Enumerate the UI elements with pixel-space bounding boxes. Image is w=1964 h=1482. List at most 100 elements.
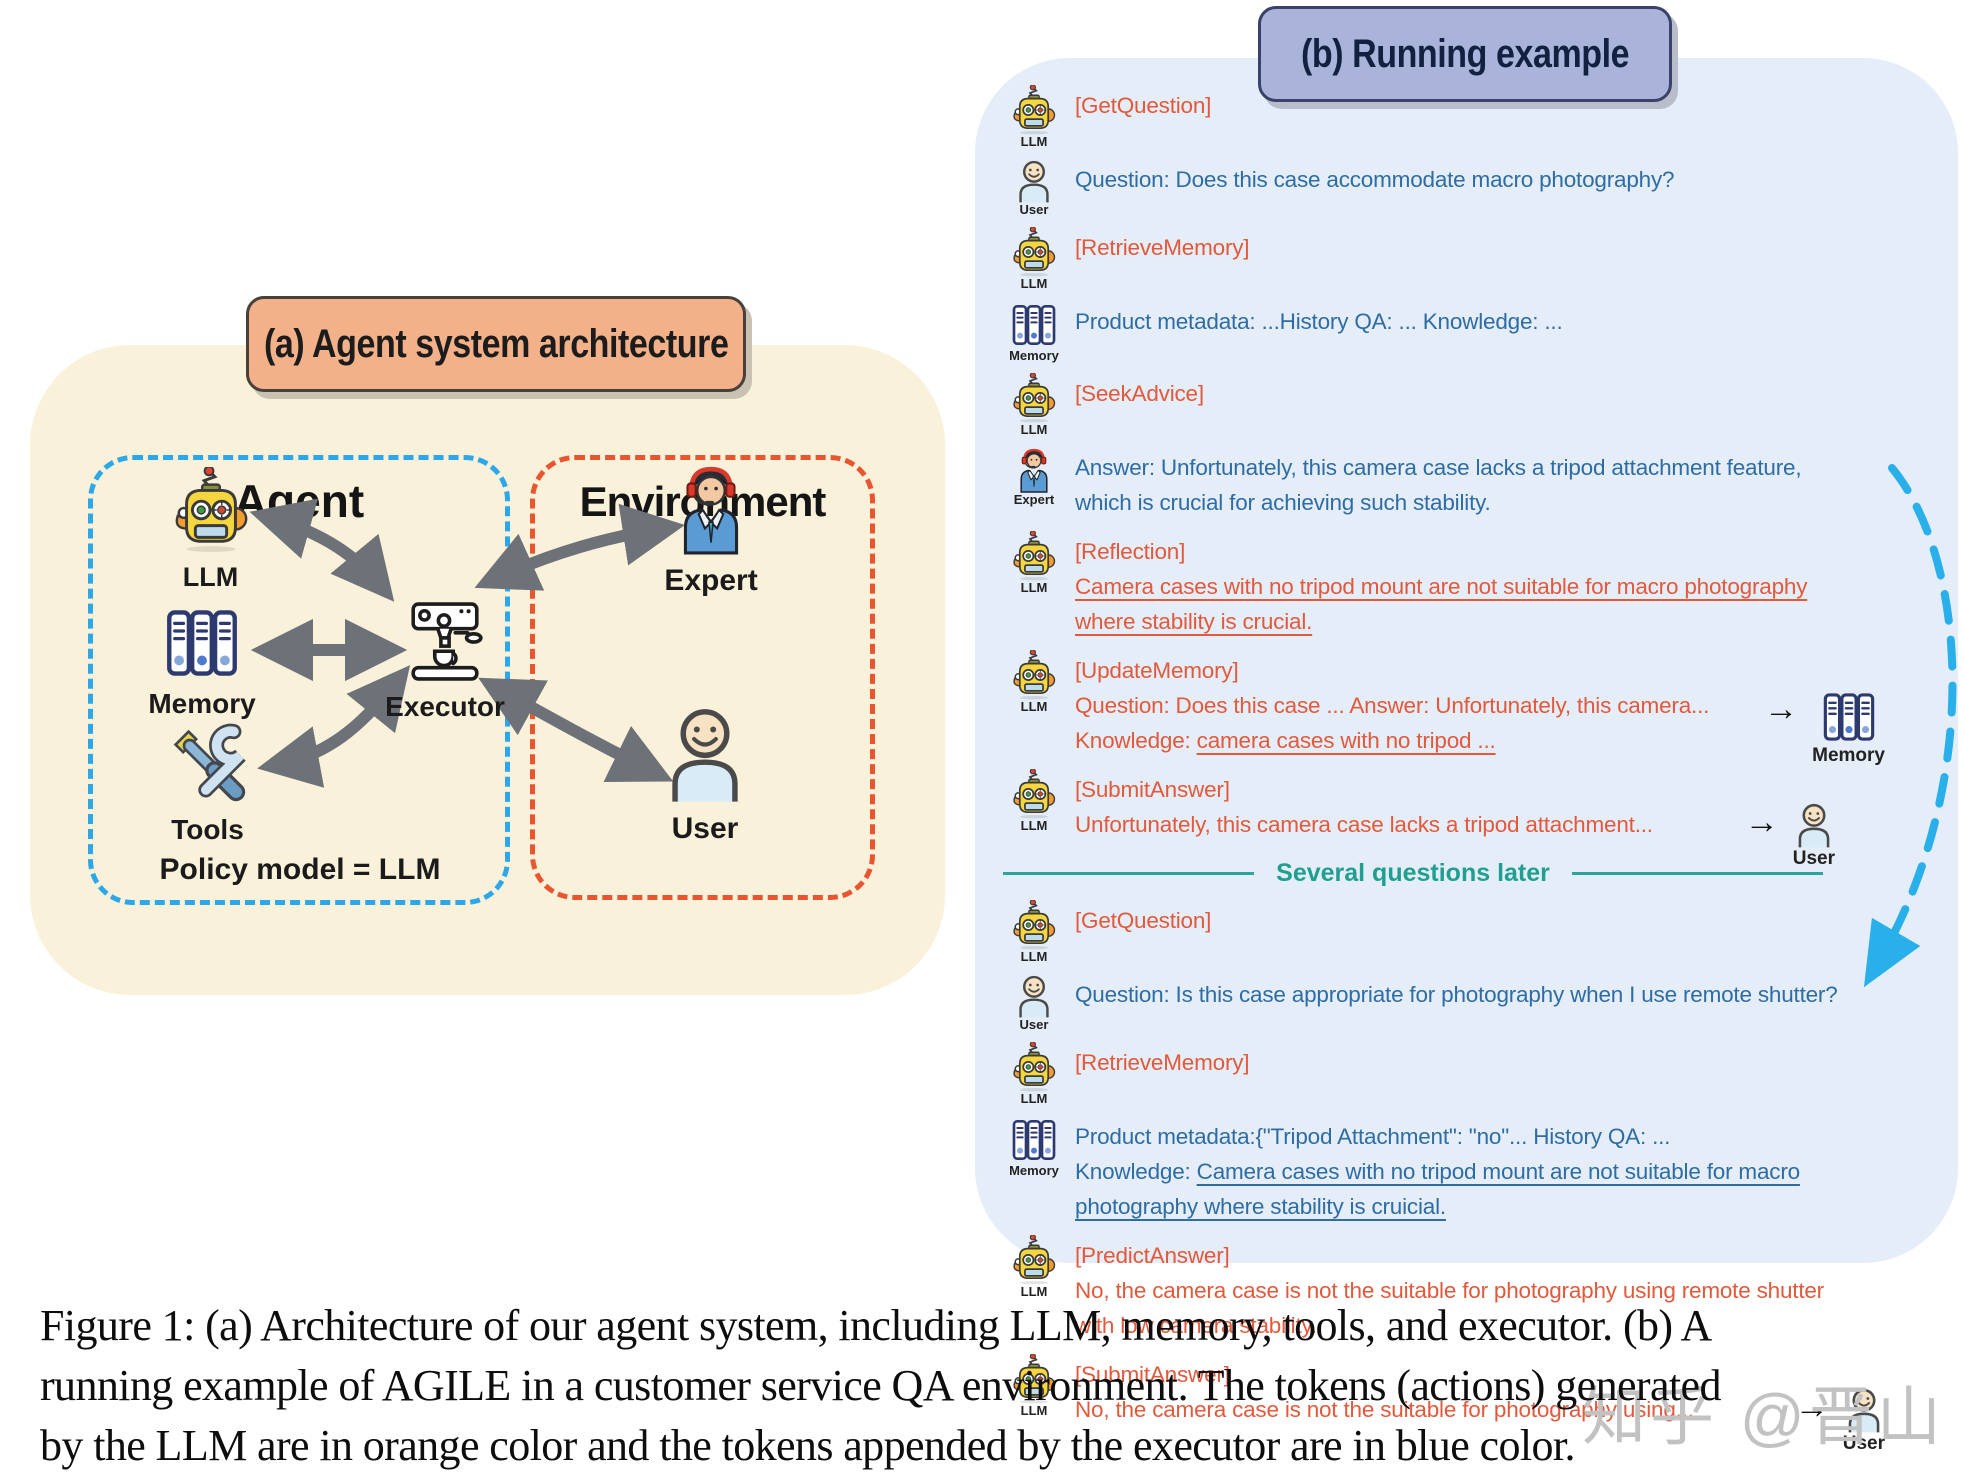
executor-machine-icon [404, 600, 486, 687]
message-line: Product metadata:{"Tripod Attachment": "… [1075, 1119, 1800, 1154]
memory-database-icon [166, 607, 238, 684]
caption-line-2: running example of AGILE in a customer s… [40, 1361, 1721, 1410]
message-text: [SubmitAnswer] No, the camera case is not… [1075, 1357, 1694, 1427]
policy-model-note: Policy model = LLM [159, 853, 441, 886]
caption-line-3: by the LLM are in orange color and the t… [40, 1421, 1576, 1470]
appended-to-user: → User [1745, 802, 1835, 870]
message-line: No, the camera case is not the suitable … [1075, 1392, 1694, 1427]
message-line: Unfortunately, this camera case lacks a … [1075, 807, 1653, 842]
memory-icon: Memory [1003, 1116, 1065, 1177]
message-text: Product metadata:{"Tripod Attachment": "… [1075, 1119, 1800, 1224]
message-text: [GetQuestion] [1075, 903, 1211, 938]
expert-person-icon [665, 463, 757, 560]
message-text-segment: Camera cases with no tripod mount are no… [1075, 574, 1808, 599]
memory-node-label: Memory [148, 688, 256, 719]
memory-node: Memory [148, 607, 256, 720]
icon-caption: LLM [1020, 1091, 1048, 1106]
expert-node: Expert [664, 463, 758, 598]
message-row: LLM [SeekAdvice] [1003, 373, 1943, 436]
message-text-segment: where stability is crucial. [1075, 609, 1313, 634]
action-token: [SubmitAnswer] [1075, 1362, 1230, 1387]
llm-icon: LLM [1003, 900, 1065, 963]
action-token: [GetQuestion] [1075, 908, 1212, 933]
message-text: Answer: Unfortunately, this camera case … [1075, 450, 1802, 520]
message-line: [SubmitAnswer] [1075, 1357, 1694, 1392]
llm-icon: LLM [1003, 1354, 1065, 1417]
right-arrow-icon: → [1794, 1388, 1829, 1426]
message-line: No, the camera case is not the suitable … [1075, 1273, 1824, 1308]
message-line: [Reflection] [1075, 534, 1807, 569]
message-text-segment: Unfortunately, this camera case lacks a … [1075, 812, 1653, 837]
tools-node-label: Tools [171, 814, 244, 845]
message-text: Product metadata: ...History QA: ... Kno… [1075, 304, 1563, 339]
memory-icon: Memory [1812, 689, 1885, 767]
appended-to-memory: → Memory [1764, 689, 1885, 767]
divider-label: Several questions later [1276, 859, 1550, 887]
message-text-segment: Knowledge: [1075, 1159, 1197, 1184]
arrow-llm-executor [249, 498, 395, 602]
icon-caption: Memory [1009, 348, 1059, 363]
message-text-segment: camera cases with no tripod ... [1196, 728, 1496, 753]
message-line: Question: Does this case accommodate mac… [1075, 162, 1675, 197]
action-token: [RetrieveMemory] [1075, 1050, 1250, 1075]
llm-icon: LLM [1003, 373, 1065, 436]
message-line: [PredictAnswer] [1075, 1238, 1824, 1273]
message-row: LLM[UpdateMemory]Question: Does this cas… [1003, 650, 1943, 766]
message-text: [RetrieveMemory] [1075, 230, 1250, 265]
message-line: Knowledge: camera cases with no tripod .… [1075, 723, 1709, 758]
memory-icon: Memory [1003, 301, 1065, 362]
running-example-panel: LLM [GetQuestion] User Question: Does this… [975, 58, 1958, 1454]
message-line: where stability is crucial. [1075, 604, 1807, 639]
expert-node-label: Expert [664, 564, 758, 597]
panel-a-title: (a) Agent system architecture [246, 296, 746, 392]
message-row: User Question: Is this case appropriate f… [1003, 974, 1943, 1031]
message-text-segment: Question: Is this case appropriate for p… [1075, 982, 1838, 1007]
message-line: [GetQuestion] [1075, 903, 1211, 938]
message-row: LLM [SubmitAnswer] No, the camera case is … [1003, 1354, 1943, 1454]
llm-icon: LLM [1003, 227, 1065, 290]
message-text: [PredictAnswer] No, the camera case is no… [1075, 1238, 1824, 1343]
action-token: [SeekAdvice] [1075, 381, 1204, 406]
message-line: [SubmitAnswer] [1075, 772, 1653, 807]
llm-icon: LLM [1003, 531, 1065, 594]
llm-icon: LLM [1003, 1042, 1065, 1105]
message-text: [SeekAdvice] [1075, 376, 1204, 411]
agent-architecture-panel: Agent Environment LLM [30, 345, 945, 995]
user-icon: User [1003, 974, 1065, 1031]
icon-caption: LLM [1020, 818, 1048, 833]
message-text: [GetQuestion] [1075, 88, 1211, 123]
user-person-icon [656, 705, 754, 808]
action-token: [RetrieveMemory] [1075, 235, 1250, 260]
message-line: Knowledge: Camera cases with no tripod m… [1075, 1154, 1800, 1189]
message-line: [UpdateMemory] [1075, 653, 1709, 688]
message-text: [RetrieveMemory] [1075, 1045, 1250, 1080]
llm-icon: LLM [1003, 1235, 1065, 1298]
message-row: LLM [RetrieveMemory] [1003, 1042, 1943, 1105]
user-icon: User [1793, 802, 1835, 870]
arrow-executor-user [478, 677, 674, 782]
diagram-arrows [249, 498, 685, 788]
message-text: [SubmitAnswer] Unfortunately, this camera… [1075, 772, 1653, 842]
user-node: User [660, 705, 750, 846]
executor-node: Executor [385, 600, 505, 723]
message-row: Memory Product metadata:{"Tripod Attachme… [1003, 1119, 1943, 1224]
message-text-segment: with low camera stability. [1075, 1313, 1317, 1338]
divider-line [1571, 872, 1824, 875]
icon-caption: LLM [1020, 1284, 1048, 1299]
message-text-segment: which is crucial for achieving such stab… [1075, 490, 1491, 515]
tools-node: Tools [160, 723, 255, 846]
icon-caption: LLM [1020, 1403, 1048, 1418]
expert-icon: Expert [1003, 447, 1065, 506]
icon-caption: Memory [1009, 1163, 1059, 1178]
message-text-segment: Answer: Unfortunately, this camera case … [1075, 455, 1802, 480]
action-token: [PredictAnswer] [1075, 1243, 1230, 1268]
message-line: [RetrieveMemory] [1075, 1045, 1250, 1080]
icon-caption: User [1019, 1017, 1049, 1032]
icon-caption: LLM [1020, 422, 1048, 437]
llm-icon: LLM [1003, 769, 1065, 832]
action-token: [UpdateMemory] [1075, 658, 1239, 683]
icon-caption: User [1792, 848, 1835, 869]
message-line: [SeekAdvice] [1075, 376, 1204, 411]
user-node-label: User [671, 812, 739, 845]
icon-caption: User [1019, 202, 1049, 217]
